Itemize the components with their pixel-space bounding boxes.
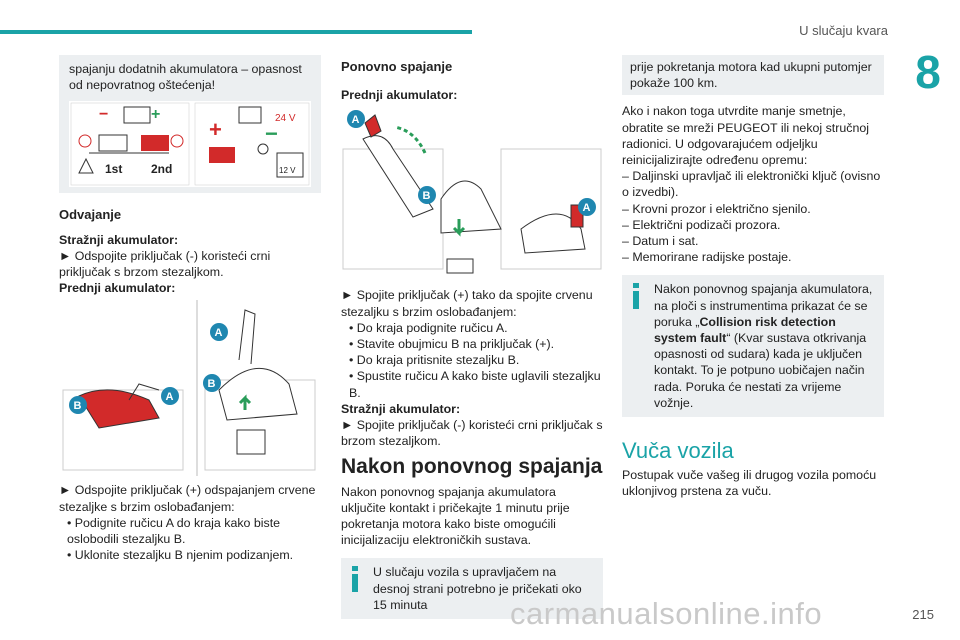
- svg-text:−: −: [99, 106, 108, 123]
- fig-label-a1: A: [352, 114, 360, 126]
- info-box: U slučaju vozila s upravljačem na desnoj…: [341, 558, 603, 620]
- info-icon: [352, 566, 358, 593]
- fig-label-a2: A: [583, 202, 591, 214]
- heading-odvajanje: Odvajanje: [59, 207, 122, 223]
- bullet-2: • Uklonite stezaljku B njenim podizanjem…: [67, 548, 294, 563]
- bullet-1: • Do kraja podignite ručicu A.: [349, 320, 508, 335]
- rear-step: ► Odspojite priključak (-) koristeći crn…: [59, 248, 271, 280]
- page-header-title: U slučaju kvara: [799, 23, 888, 38]
- bullet-1: • Podignite ručicu A do kraja kako biste…: [67, 515, 281, 547]
- disconnect-figure: A A B B: [59, 300, 321, 477]
- info-text: U slučaju vozila s upravljačem na desnoj…: [373, 565, 582, 612]
- column-1: spajanju dodatnih akumulatora – opasnost…: [59, 55, 321, 563]
- rear-heading: Stražnji akumulator:: [59, 232, 179, 247]
- rear-heading: Stražnji akumulator:: [341, 401, 461, 416]
- bullet-4: • Spustite ručicu A kako biste uglavili …: [349, 369, 601, 400]
- heading-ponovno: Ponovno spajanje: [341, 59, 453, 74]
- heading-nakon: Nakon ponovnog spajanja: [341, 455, 603, 479]
- dash-item-2: – Krovni prozor i električno sjenilo.: [622, 201, 811, 216]
- heading-vuca: Vuča vozila: [622, 438, 734, 464]
- nakon-text: Nakon ponovnog spajanja akumulatora uklj…: [341, 484, 570, 548]
- info-box: Nakon ponovnog spajanja akumulatora, na …: [622, 275, 884, 418]
- label-24v: 24 V: [275, 113, 296, 124]
- fig-label-a2: A: [166, 391, 174, 403]
- page-number: 215: [912, 607, 934, 622]
- warning-box: spajanju dodatnih akumulatora – opasnost…: [59, 55, 321, 194]
- paragraph: Ako i nakon toga utvrdite manje smetnje,…: [622, 104, 869, 168]
- front-step: ► Odspojite priključak (+) odspajanjem c…: [59, 483, 316, 514]
- top-accent-bar: [0, 30, 472, 34]
- svg-text:+: +: [151, 106, 160, 123]
- continued-text: prije pokretanja motora kad ukupni putom…: [630, 60, 872, 91]
- label-2nd: 2nd: [151, 162, 172, 176]
- bullet-3: • Do kraja pritisnite stezaljku B.: [349, 353, 520, 368]
- dash-item-1: – Daljinski upravljač ili elektronički k…: [622, 169, 881, 200]
- svg-text:+: +: [209, 117, 222, 142]
- fig-label-b2: B: [208, 378, 216, 390]
- fig-label-b1: B: [74, 400, 82, 412]
- watermark: carmanualsonline.info: [510, 596, 823, 631]
- dash-item-5: – Memorirane radijske postaje.: [622, 250, 792, 265]
- column-2: Ponovno spajanje Prednji akumulator: A B…: [341, 55, 603, 620]
- dash-item-4: – Datum i sat.: [622, 234, 699, 249]
- fig-label-b: B: [423, 190, 431, 202]
- vuca-text: Postupak vuče vašeg ili drugog vozila po…: [622, 468, 877, 499]
- bullet-2: • Stavite obujmicu B na priključak (+).: [349, 337, 555, 352]
- label-1st: 1st: [105, 162, 122, 176]
- warning-text: spajanju dodatnih akumulatora – opasnost…: [69, 62, 302, 93]
- info-text: Nakon ponovnog spajanja akumulatora, na …: [654, 282, 873, 410]
- reconnect-figure: A B A: [341, 109, 603, 278]
- fig-label-a1: A: [215, 327, 223, 339]
- front-heading: Prednji akumulator:: [341, 88, 458, 103]
- label-12v: 12 V: [279, 166, 296, 175]
- info-icon: [633, 283, 639, 310]
- dash-item-3: – Električni podizači prozora.: [622, 217, 781, 232]
- svg-text:−: −: [265, 121, 278, 146]
- continued-info-box: prije pokretanja motora kad ukupni putom…: [622, 55, 884, 96]
- chapter-number: 8: [896, 42, 960, 102]
- rear-step: ► Spojite priključak (-) koristeći crni …: [341, 418, 603, 449]
- warning-figure: − + 1st 2nd + − 24 V 12 V: [69, 101, 311, 188]
- front-step: ► Spojite priključak (+) tako da spojite…: [341, 288, 593, 319]
- column-3: prije pokretanja motora kad ukupni putom…: [622, 55, 884, 500]
- front-heading: Prednji akumulator:: [59, 281, 176, 296]
